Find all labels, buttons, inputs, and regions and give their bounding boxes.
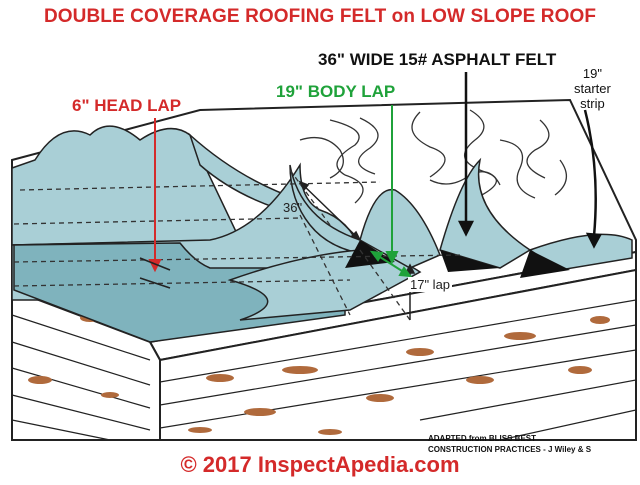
copyright-notice: © 2017 InspectApedia.com <box>180 452 460 477</box>
felt-sheet-right2 <box>439 157 532 269</box>
front-wall <box>159 268 637 441</box>
dimension-36-label: 36" <box>283 200 303 215</box>
felt-sheet-top <box>11 125 242 246</box>
starter-strip-pointer <box>583 109 603 249</box>
starter-strip-label: 19" starter strip <box>574 66 611 111</box>
dimension-17-arrows <box>404 263 416 320</box>
dimension-36-arrows <box>298 180 362 242</box>
body-lap-label: 19" BODY LAP <box>276 82 396 101</box>
source-credit-line1: ADAPTED from BLISS BEST <box>428 434 537 443</box>
body-lap-pointer <box>369 105 413 278</box>
head-lap-marks <box>139 257 171 289</box>
head-lap-label: 6" HEAD LAP <box>72 96 182 115</box>
source-credit: ADAPTED from BLISS BEST CONSTRUCTION PRA… <box>428 433 638 455</box>
source-credit-line2: CONSTRUCTION PRACTICES - J Wiley & S <box>428 445 592 454</box>
starter-strip-label-line2: starter <box>574 81 611 96</box>
diagram-title: DOUBLE COVERAGE ROOFING FELT on LOW SLOP… <box>43 6 597 27</box>
lap-lines <box>13 169 461 321</box>
felt-width-pointer <box>457 72 475 237</box>
dimension-17-label: 17" lap <box>408 277 453 292</box>
felt-sheets <box>11 125 633 343</box>
felt-sheet-right1 <box>359 188 441 269</box>
front-siding-lines <box>159 299 637 441</box>
starter-strip-label-line1: 19" <box>582 66 602 81</box>
starter-strip-label-line3: strip <box>580 96 605 111</box>
felt-starter-strip <box>528 233 633 271</box>
wall-siding-lines <box>11 314 151 441</box>
felt-width-label: 36" WIDE 15# ASPHALT FELT <box>318 50 557 69</box>
